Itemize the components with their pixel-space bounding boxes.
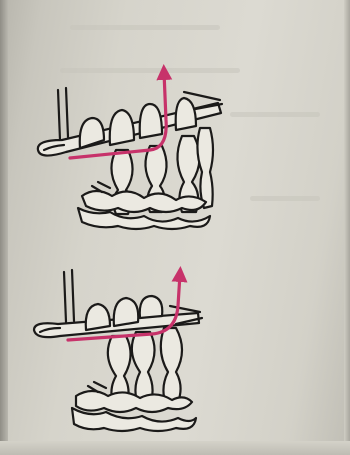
yarn-strand — [64, 270, 74, 322]
yarn-loop — [86, 304, 110, 330]
yarn-loop — [176, 98, 196, 130]
crochet-step-2-illustration — [34, 270, 202, 431]
yarn-loop — [114, 298, 139, 326]
yarn-loop — [110, 110, 134, 145]
stitch-column — [132, 332, 155, 404]
yarn-strand — [58, 88, 68, 140]
stitch-column — [161, 328, 182, 404]
yarn-loop — [140, 296, 163, 318]
stitch-column — [197, 128, 213, 208]
crochet-step-1-illustration — [38, 88, 222, 229]
yarn-loop — [140, 104, 162, 138]
